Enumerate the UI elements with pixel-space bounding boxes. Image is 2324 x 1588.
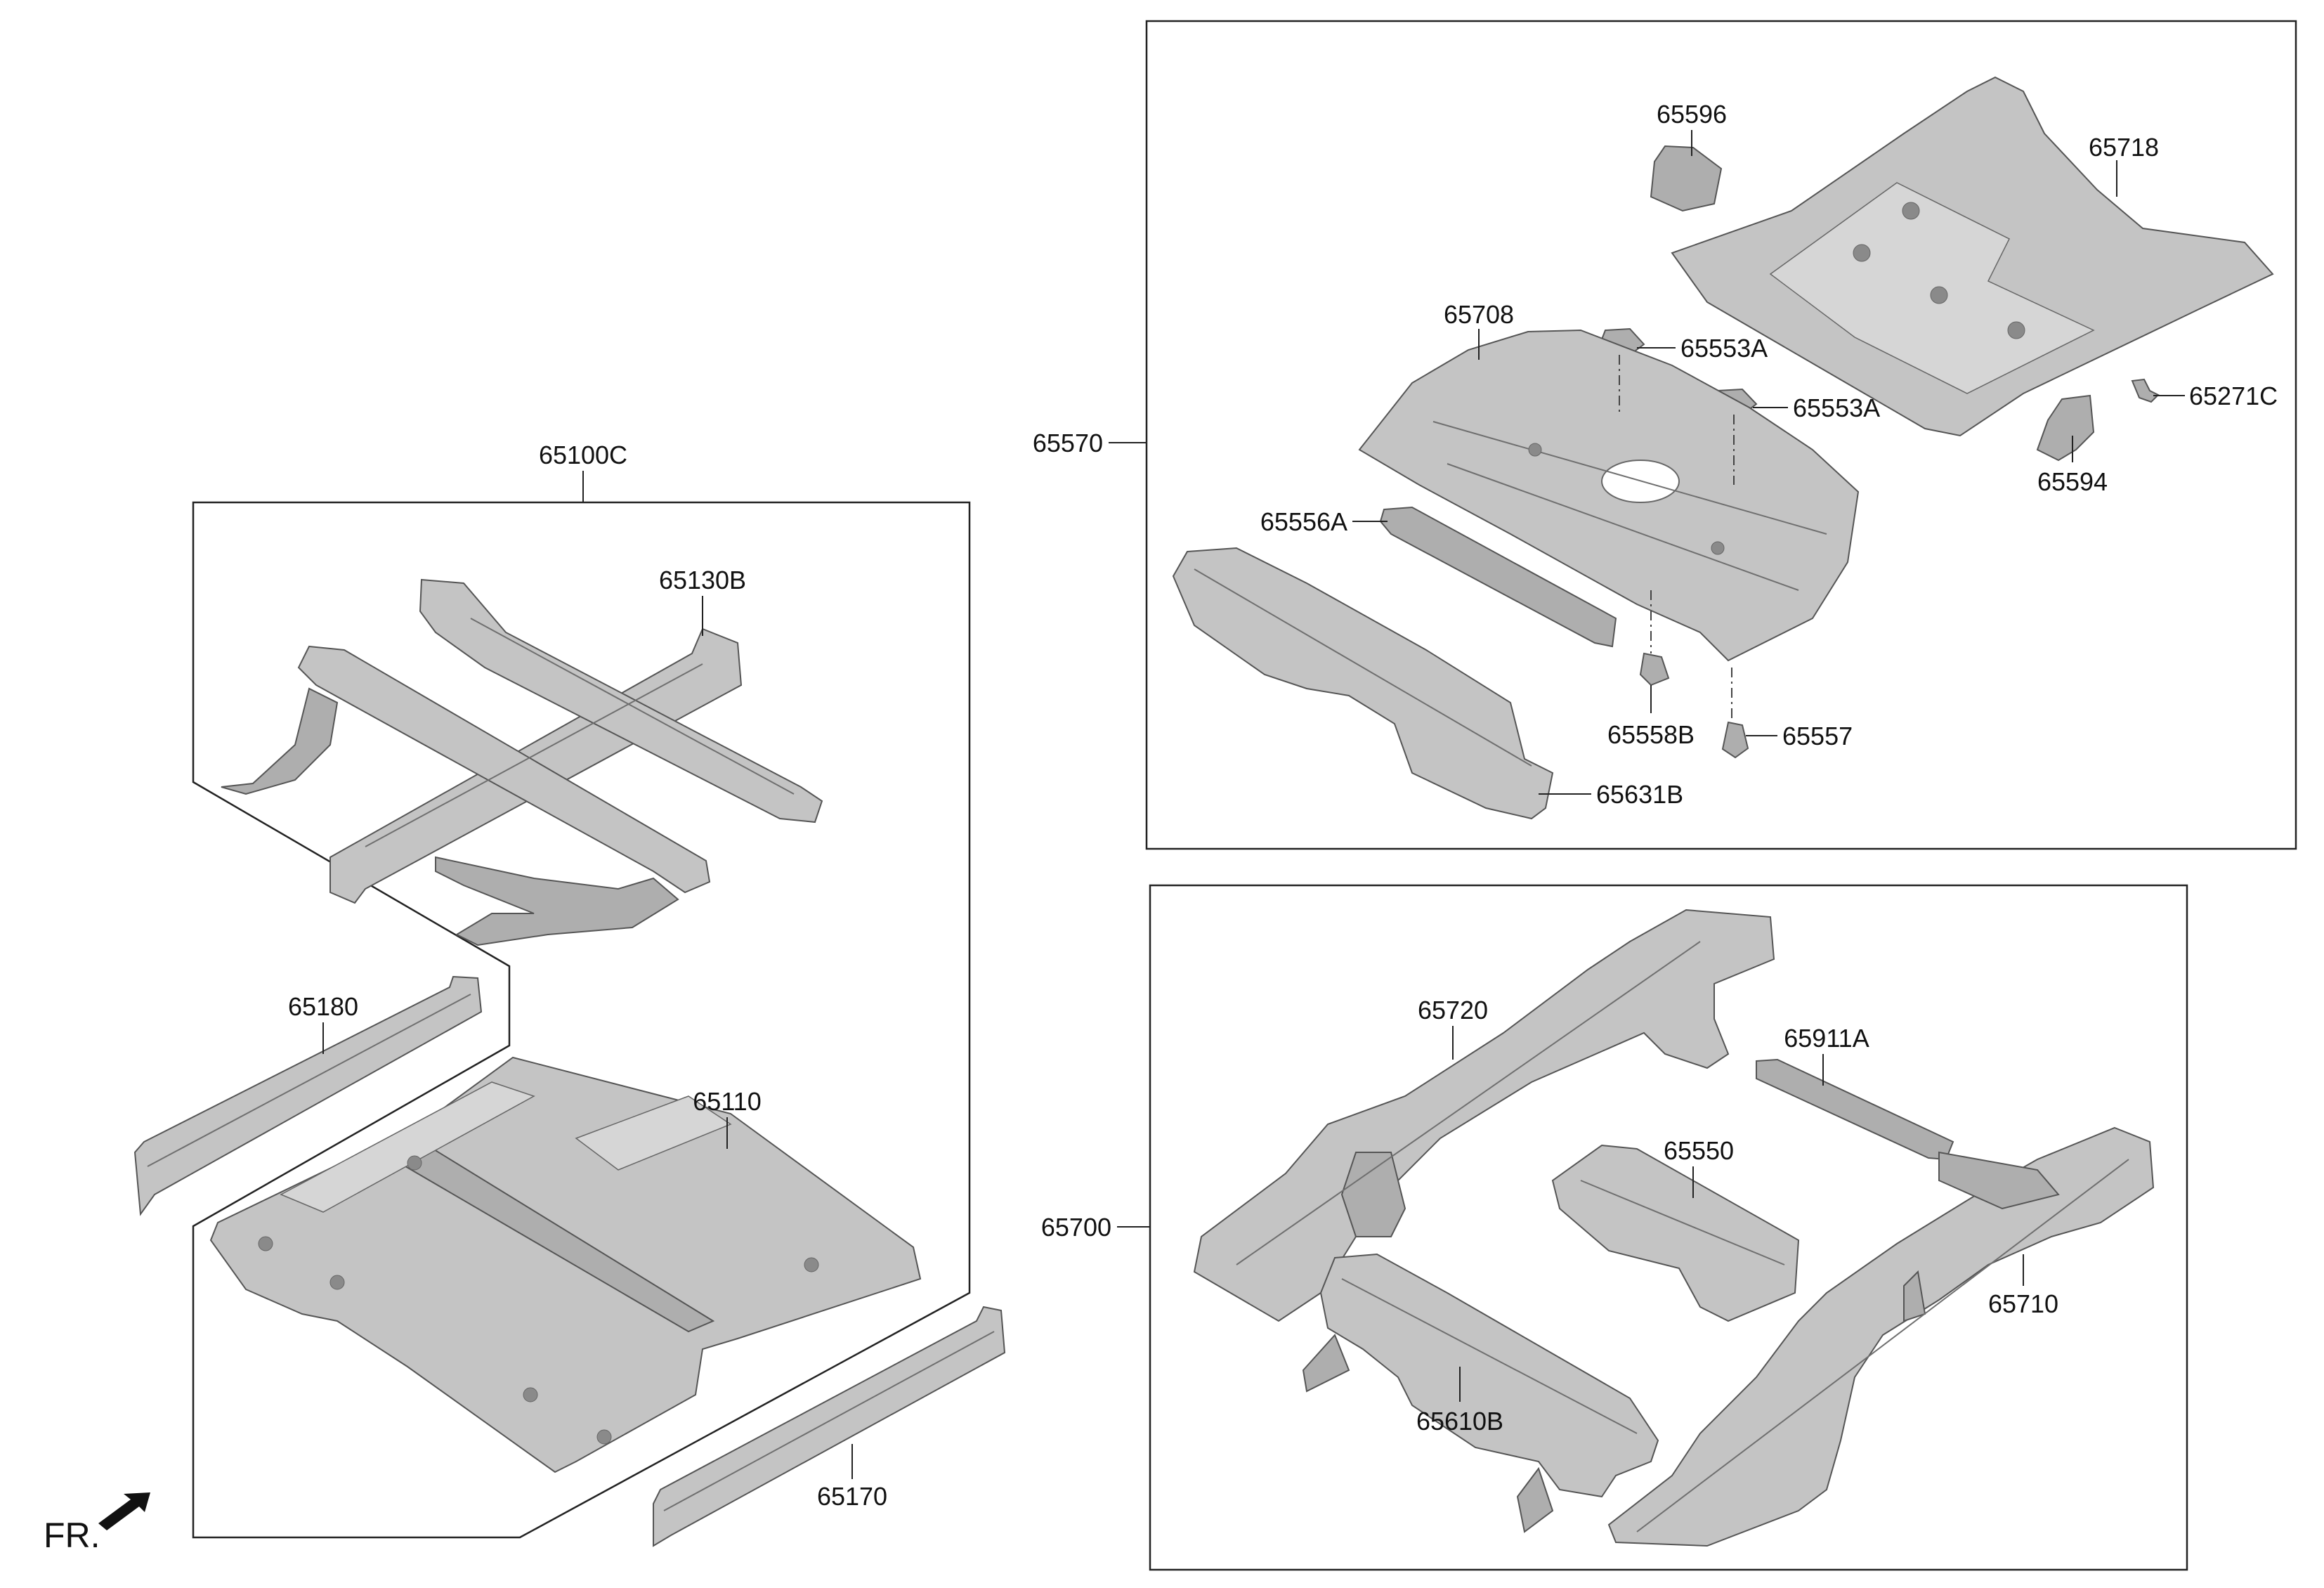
part-65558b-shape: [1639, 652, 1670, 686]
part-65110-shape: [209, 1056, 922, 1473]
label-65553a-2: 65553A: [1793, 393, 1880, 422]
label-65110: 65110: [693, 1087, 761, 1116]
part-65170-shape: [653, 1306, 1006, 1547]
part-65631b-shape: [1172, 547, 1554, 820]
part-65550-shape: [1551, 1144, 1800, 1322]
front-direction-arrow-icon: [98, 1492, 150, 1530]
leader-lines: [322, 130, 2185, 1479]
part-65718-shape: [1671, 76, 2274, 437]
front-label: FR.: [44, 1516, 100, 1555]
label-65720: 65720: [1418, 996, 1488, 1024]
label-65610b: 65610B: [1416, 1407, 1503, 1436]
label-65710: 65710: [1988, 1289, 2058, 1318]
label-65911a: 65911A: [1784, 1024, 1869, 1053]
label-65170: 65170: [817, 1482, 887, 1511]
label-65558b: 65558B: [1607, 720, 1695, 749]
label-65130b: 65130B: [659, 566, 746, 594]
label-65596: 65596: [1657, 100, 1727, 129]
frame-65700: [1117, 884, 2188, 1571]
part-65720-shape: [1193, 909, 1775, 1322]
label-65557: 65557: [1782, 722, 1853, 750]
part-65610b-shape: [1302, 1253, 1659, 1533]
front-direction-indicator: FR.: [44, 1492, 150, 1555]
part-65557-shape: [1721, 721, 1749, 759]
assembly-dashed-lines: [1619, 355, 1735, 722]
label-65718: 65718: [2089, 133, 2159, 162]
label-65700: 65700: [1041, 1213, 1111, 1242]
label-65100c: 65100C: [539, 441, 627, 469]
label-65556a: 65556A: [1260, 507, 1347, 536]
frame-65570: [1109, 20, 2297, 850]
part-65911a-shape: [1756, 1058, 1954, 1161]
part-65596-shape: [1650, 145, 1723, 212]
part-65710-shape: [1607, 1126, 2155, 1547]
part-65130b-shape: [221, 578, 823, 946]
part-65594-shape: [2036, 394, 2095, 462]
label-65631b: 65631B: [1596, 780, 1683, 809]
part-65556a-shape: [1379, 506, 1617, 648]
label-65550: 65550: [1664, 1136, 1734, 1165]
part-65180-shape: [133, 975, 483, 1216]
label-65570: 65570: [1033, 429, 1103, 457]
label-65708: 65708: [1444, 300, 1514, 329]
part-65271c-shape: [2131, 378, 2160, 403]
label-65553a-1: 65553A: [1680, 334, 1768, 363]
label-65594: 65594: [2037, 467, 2108, 496]
label-65271c: 65271C: [2189, 382, 2278, 410]
label-65180: 65180: [288, 992, 358, 1021]
part-65708-shape: [1358, 329, 1860, 662]
